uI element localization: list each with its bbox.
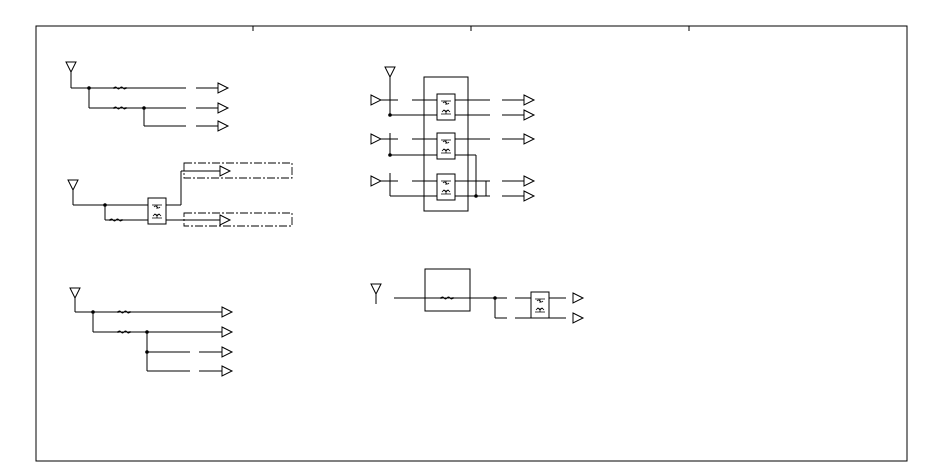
drawing-frame <box>35 25 908 462</box>
circuit-4 <box>381 66 524 212</box>
filter-enclosure <box>424 268 471 312</box>
enclosure-box <box>423 76 469 212</box>
output-triangle-icon <box>523 175 535 187</box>
junction-dot <box>145 350 149 354</box>
junction-dot <box>87 86 91 90</box>
output-triangle-icon <box>523 190 535 202</box>
output-triangle-icon <box>221 346 233 358</box>
output-triangle-icon <box>219 165 231 177</box>
diplexer-box-icon <box>436 173 456 201</box>
circuit-5 <box>370 268 566 319</box>
input-triangle-icon <box>370 133 382 145</box>
output-triangle-icon <box>221 326 233 338</box>
dashed-output-box <box>183 212 293 227</box>
diplexer-box-icon <box>436 93 456 121</box>
circuit-2 <box>67 170 220 221</box>
diplexer-box-icon <box>147 197 167 225</box>
output-triangle-icon <box>572 312 584 324</box>
antenna-icon <box>65 61 77 83</box>
junction-dot <box>388 113 392 117</box>
antenna-icon <box>384 66 396 88</box>
junction-dot <box>474 194 478 198</box>
output-triangle-icon <box>523 94 535 106</box>
output-triangle-icon <box>217 120 229 132</box>
output-triangle-icon <box>219 214 231 226</box>
input-triangle-icon <box>370 175 382 187</box>
output-triangle-icon <box>523 109 535 121</box>
output-triangle-icon <box>572 292 584 304</box>
antenna-icon <box>67 179 79 201</box>
junction-dot <box>103 203 107 207</box>
output-triangle-icon <box>217 82 229 94</box>
diplexer-box-icon <box>530 291 550 319</box>
output-triangle-icon <box>221 306 233 318</box>
junction-dot <box>145 330 149 334</box>
output-triangle-icon <box>221 365 233 377</box>
output-triangle-icon <box>523 133 535 145</box>
dashed-output-box <box>183 162 293 179</box>
junction-dot <box>388 153 392 157</box>
circuit-3 <box>69 287 222 372</box>
junction-dot <box>142 106 146 110</box>
antenna-icon <box>69 287 81 309</box>
junction-dot <box>91 310 95 314</box>
junction-dot <box>493 296 497 300</box>
diplexer-box-icon <box>436 132 456 160</box>
output-triangle-icon <box>217 102 229 114</box>
circuit-1 <box>65 61 218 127</box>
input-triangle-icon <box>370 94 382 106</box>
